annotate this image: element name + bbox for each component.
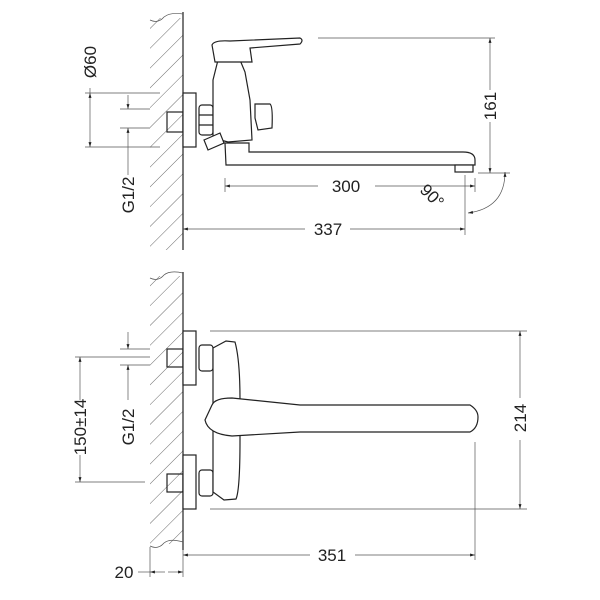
dim-angle-90: 90° — [416, 171, 507, 214]
dim-inlet-spacing: 150±14 — [71, 356, 150, 483]
dim-wall-offset: 20 — [115, 547, 184, 582]
mixer-front — [166, 330, 479, 510]
spout-reach-label: 300 — [332, 177, 360, 196]
height-label-top: 161 — [481, 92, 500, 120]
dim-height-161: 161 — [318, 37, 510, 174]
thread-label-top: G1/2 — [119, 177, 138, 214]
diameter-label: Ø60 — [81, 46, 100, 78]
dim-total-337: 337 — [183, 175, 466, 239]
total-reach-label: 337 — [314, 220, 342, 239]
top-view: Ø60 G1/2 161 300 337 9 — [81, 12, 510, 250]
handle-reach-label: 351 — [318, 546, 346, 565]
angle-label: 90° — [416, 180, 448, 212]
height-label-front: 214 — [511, 404, 530, 432]
dim-diameter: Ø60 — [81, 46, 160, 148]
inlet-spacing-label: 150±14 — [71, 399, 90, 456]
dim-reach-351: 351 — [183, 442, 476, 565]
dim-height-214: 214 — [210, 330, 530, 510]
wall-front — [149, 271, 184, 550]
thread-label-front: G1/2 — [119, 409, 138, 446]
wall-offset-label: 20 — [115, 563, 134, 582]
mixer-top — [166, 37, 476, 173]
dim-thread-front: G1/2 — [119, 332, 150, 445]
front-view: 150±14 G1/2 214 351 20 — [71, 271, 530, 582]
wall-top — [149, 12, 184, 250]
dim-thread-top: G1/2 — [119, 95, 150, 213]
